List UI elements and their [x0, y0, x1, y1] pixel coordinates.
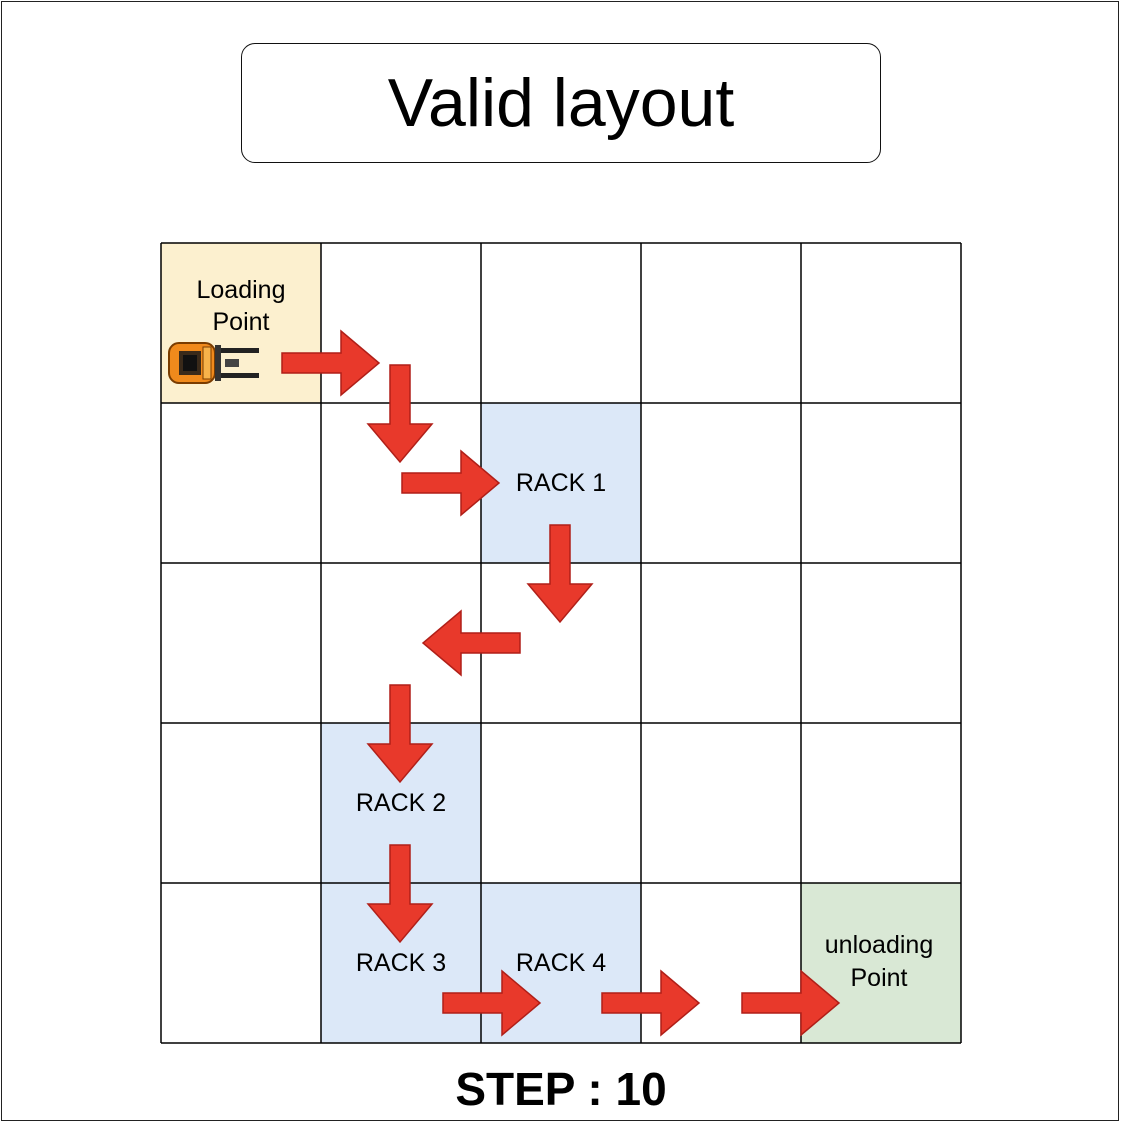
cell-label: RACK 2	[356, 789, 446, 817]
cell-label: RACK 3	[356, 949, 446, 977]
cell-label: Loading	[197, 276, 286, 304]
arrow-right	[741, 969, 841, 1037]
cell-label: unloading	[825, 931, 933, 959]
title-box: Valid layout	[241, 43, 881, 163]
arrow-right	[601, 969, 701, 1037]
arrow-down	[366, 364, 434, 464]
cell-label: Point	[213, 308, 270, 336]
arrow-right	[442, 969, 542, 1037]
route-arrows	[281, 329, 841, 1037]
arrow-right	[281, 329, 381, 397]
cell-unloading	[801, 883, 961, 1043]
cell-label: RACK 1	[516, 469, 606, 497]
cell-label: Point	[851, 964, 908, 992]
arrow-down	[366, 684, 434, 784]
step-counter: STEP : 10	[455, 1063, 667, 1115]
cell-label: RACK 4	[516, 949, 606, 977]
forklift-icon	[168, 342, 259, 384]
arrow-down	[366, 844, 434, 944]
arrow-down	[526, 524, 594, 624]
diagram-title: Valid layout	[387, 65, 735, 141]
arrow-left	[421, 609, 521, 677]
arrow-right	[401, 449, 501, 517]
